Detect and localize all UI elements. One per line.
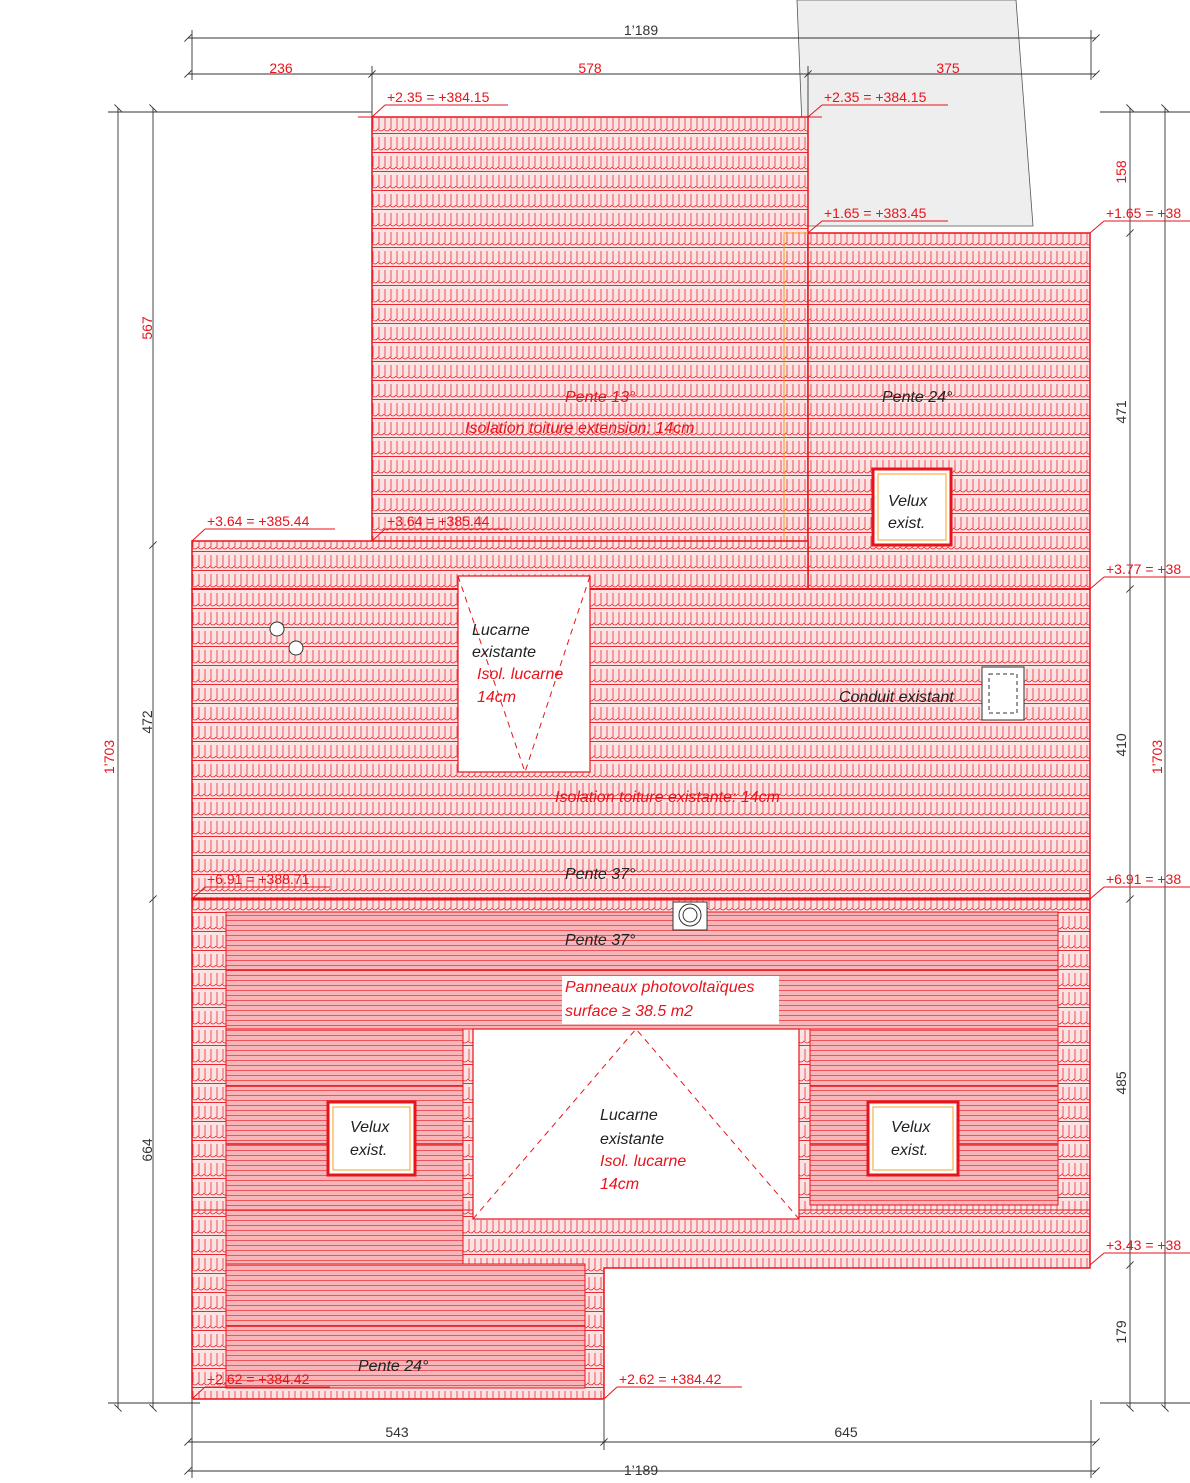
dim-bottom-seg-1: 543: [385, 1424, 409, 1440]
velux-left-label-2: exist.: [350, 1142, 387, 1159]
level-upper-left-1: +3.64 = +385.44: [207, 513, 310, 529]
ridge-vent: [672, 901, 708, 931]
velux-right-label-1: Velux: [891, 1119, 931, 1136]
level-edge-right-1: +1.65 = +38: [1106, 205, 1181, 221]
vent-circle-1: [269, 621, 285, 637]
dim-right-1703: 1’703: [1149, 740, 1165, 774]
note-insulation-extension: Isolation toiture extension: 14cm: [465, 420, 694, 437]
level-eave-right-upper: +1.65 = +383.45: [824, 205, 927, 221]
note-slope-24-lower: Pente 24°: [358, 1358, 429, 1375]
velux-top-label-2: exist.: [888, 515, 925, 532]
roof-main-upper-37: [191, 588, 1091, 900]
dormer-lower: [472, 1028, 800, 1220]
dormer-lower-insul-2: 14cm: [600, 1176, 639, 1193]
dim-right-410: 410: [1113, 733, 1129, 757]
dim-bottom-total: 1’189: [624, 1462, 658, 1478]
velux-top-label-1: Velux: [888, 493, 928, 510]
velux-left: [326, 1100, 417, 1177]
dormer-lower-label-1: Lucarne: [600, 1107, 658, 1124]
dim-right-471: 471: [1113, 400, 1129, 424]
dim-top-total: 1’189: [624, 22, 658, 38]
note-flue: Conduit existant: [839, 689, 954, 706]
level-bottom-left: +2.62 = +384.42: [207, 1371, 310, 1387]
velux-right-label-2: exist.: [891, 1142, 928, 1159]
dim-right-158: 158: [1113, 160, 1129, 184]
flue-existing: [981, 666, 1025, 721]
level-edge-right-4: +3.43 = +38: [1106, 1237, 1181, 1253]
velux-top: [871, 467, 953, 547]
dim-left-664: 664: [139, 1138, 155, 1162]
level-upper-left-2: +3.64 = +385.44: [387, 513, 490, 529]
dormer-upper-insul-1: Isol. lucarne: [477, 666, 563, 683]
dim-right-179: 179: [1113, 1320, 1129, 1344]
dim-left-1703: 1’703: [101, 740, 117, 774]
vent-circle-2: [288, 640, 304, 656]
level-edge-right-2: +3.77 = +38: [1106, 561, 1181, 577]
dim-top-seg-2: 578: [578, 60, 602, 76]
dormer-upper-insul-2: 14cm: [477, 689, 516, 706]
level-ridge-left-top: +2.35 = +384.15: [387, 89, 490, 105]
dim-left-567: 567: [139, 316, 155, 340]
level-ridge-main: +6.91 = +388.71: [207, 871, 310, 887]
dim-bottom-seg-2: 645: [834, 1424, 858, 1440]
dim-left-472: 472: [139, 710, 155, 734]
roof-extension-13: [371, 116, 809, 543]
dormer-upper-label-2: existante: [472, 644, 536, 661]
velux-right: [866, 1100, 960, 1177]
dimension-lines: [108, 30, 1190, 1478]
pv-label-1: Panneaux photovoltaïques: [565, 979, 754, 996]
level-leaders: [191, 104, 1190, 1400]
level-bottom-mid: +2.62 = +384.42: [619, 1371, 722, 1387]
dim-top-seg-1: 236: [269, 60, 293, 76]
dormer-upper-label-1: Lucarne: [472, 622, 530, 639]
note-insulation-existing: Isolation toiture existante: 14cm: [555, 789, 780, 806]
velux-left-label-1: Velux: [350, 1119, 390, 1136]
dormer-lower-insul-1: Isol. lucarne: [600, 1153, 686, 1170]
dim-right-485: 485: [1113, 1071, 1129, 1095]
level-edge-right-3: +6.91 = +38: [1106, 871, 1181, 887]
dormer-upper: [457, 575, 591, 774]
note-slope-24-upper: Pente 24°: [882, 389, 953, 406]
level-ridge-right-top: +2.35 = +384.15: [824, 89, 927, 105]
note-slope-13: Pente 13°: [565, 389, 636, 406]
dormer-lower-label-2: existante: [600, 1131, 664, 1148]
dim-top-seg-3: 375: [936, 60, 960, 76]
neighbour-building: [796, 0, 1034, 227]
pv-label-2: surface ≥ 38.5 m2: [565, 1003, 693, 1020]
note-slope-37-b: Pente 37°: [565, 932, 636, 949]
pv-label-background: [562, 976, 779, 1024]
note-slope-37-a: Pente 37°: [565, 866, 636, 883]
